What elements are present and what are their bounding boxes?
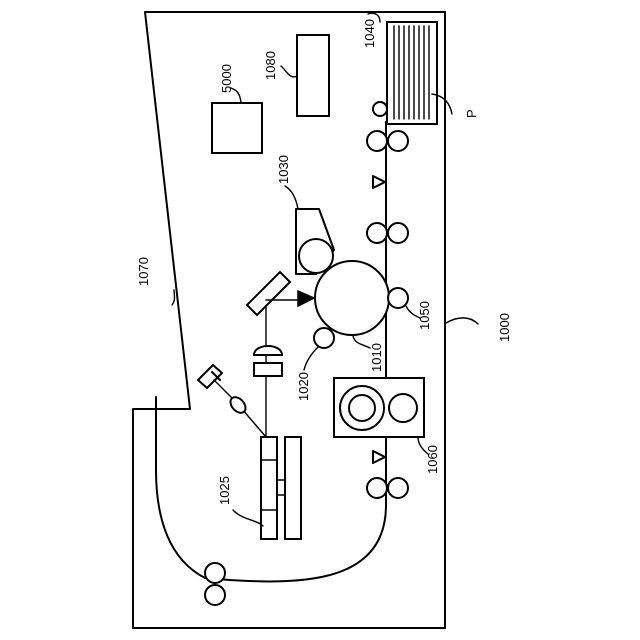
label-1025: 1025 (217, 476, 232, 505)
paper-tray (387, 22, 452, 124)
controller-box (281, 35, 329, 116)
exposure-optics (198, 272, 314, 539)
external-unit-box (212, 88, 262, 153)
charger-roller (304, 328, 334, 370)
label-1040: 1040 (362, 19, 377, 48)
label-1000: 1000 (497, 313, 512, 342)
sensor-1 (373, 176, 385, 188)
label-1070: 1070 (136, 257, 151, 286)
label-5000: 5000 (219, 64, 234, 93)
pickup-roller (373, 102, 387, 116)
label-1030: 1030 (276, 155, 291, 184)
roller-pair-3 (367, 478, 408, 498)
label-1050: 1050 (417, 301, 432, 330)
label-1080: 1080 (263, 51, 278, 80)
roller-pair-1 (367, 131, 408, 151)
transfer-roller (388, 288, 420, 318)
developer-unit (285, 186, 334, 274)
label-1010: 1010 (369, 343, 384, 372)
label-1020: 1020 (296, 372, 311, 401)
label-p: P (464, 109, 479, 118)
roller-pair-2 (367, 223, 408, 243)
roller-pair-4 (205, 563, 225, 605)
sensor-2 (373, 451, 385, 463)
label-1060: 1060 (425, 445, 440, 474)
fixing-unit (334, 378, 428, 454)
